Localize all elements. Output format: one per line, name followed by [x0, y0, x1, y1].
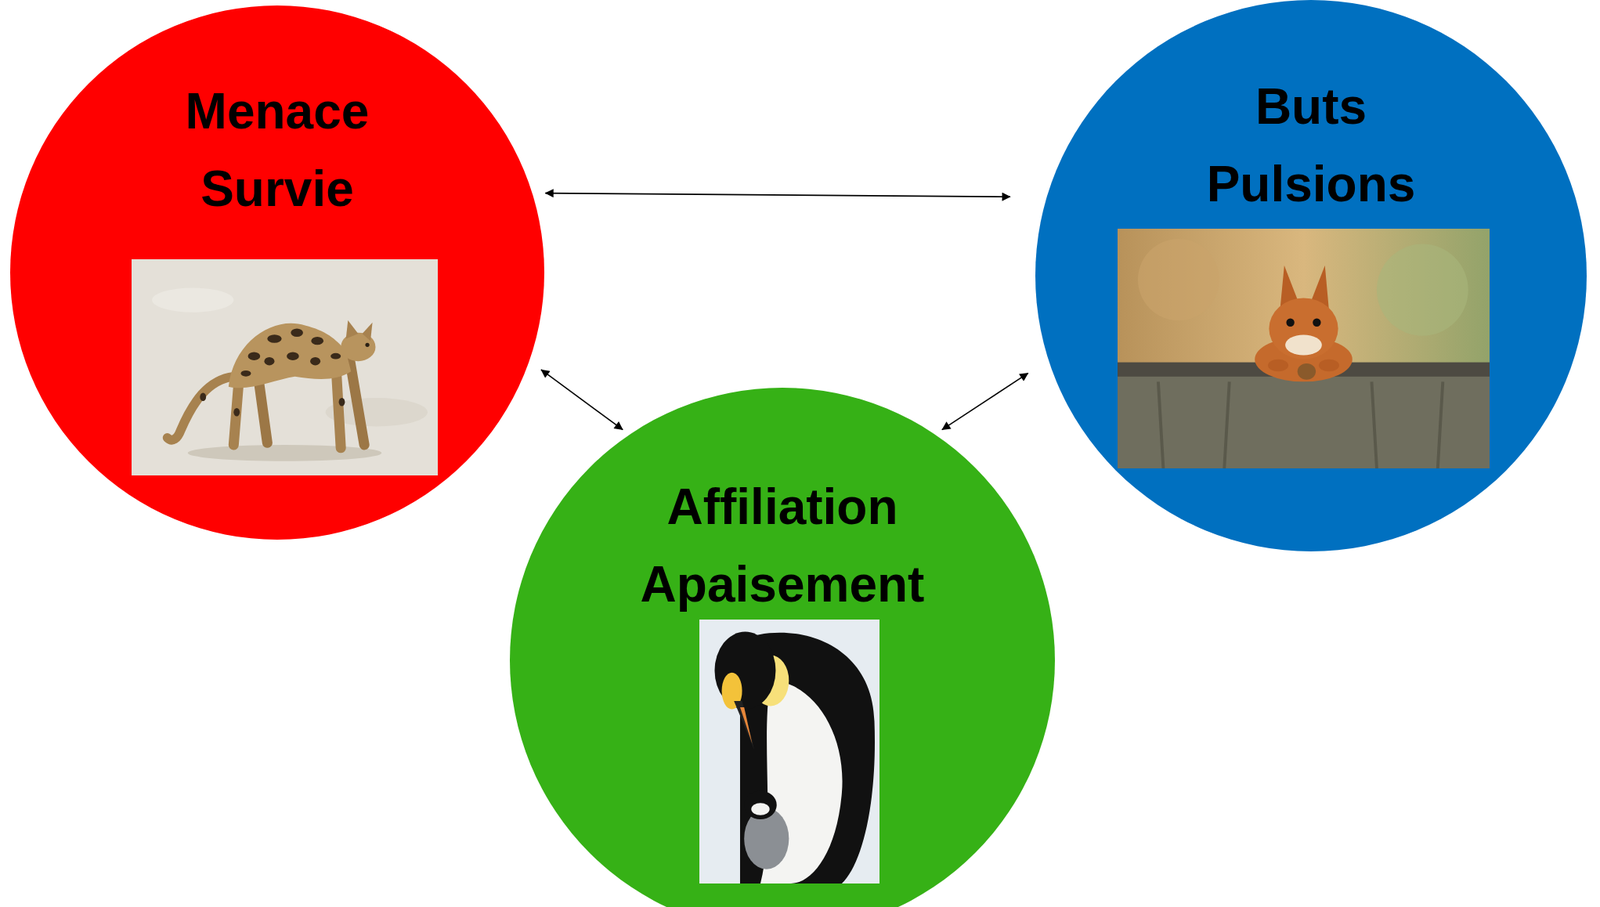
cat-illustration [131, 259, 438, 476]
double-arrow [545, 193, 1011, 198]
circle-fill [1035, 0, 1587, 552]
circle-fill [509, 387, 1055, 907]
double-arrow [541, 369, 623, 430]
circle-label-group: Buts Pulsions [1035, 68, 1587, 224]
circle-fill [10, 5, 545, 540]
double-arrow [942, 372, 1029, 430]
circle-label-group: Menace Survie [10, 72, 545, 228]
squirrel-illustration [1117, 228, 1490, 469]
circle-label-group: Affiliation Apaisement [509, 468, 1055, 624]
circle-label: Affiliation Apaisement [640, 468, 925, 624]
circle-label: Menace Survie [185, 72, 370, 228]
penguin-illustration [699, 619, 880, 884]
circle-label: Buts Pulsions [1206, 68, 1416, 224]
